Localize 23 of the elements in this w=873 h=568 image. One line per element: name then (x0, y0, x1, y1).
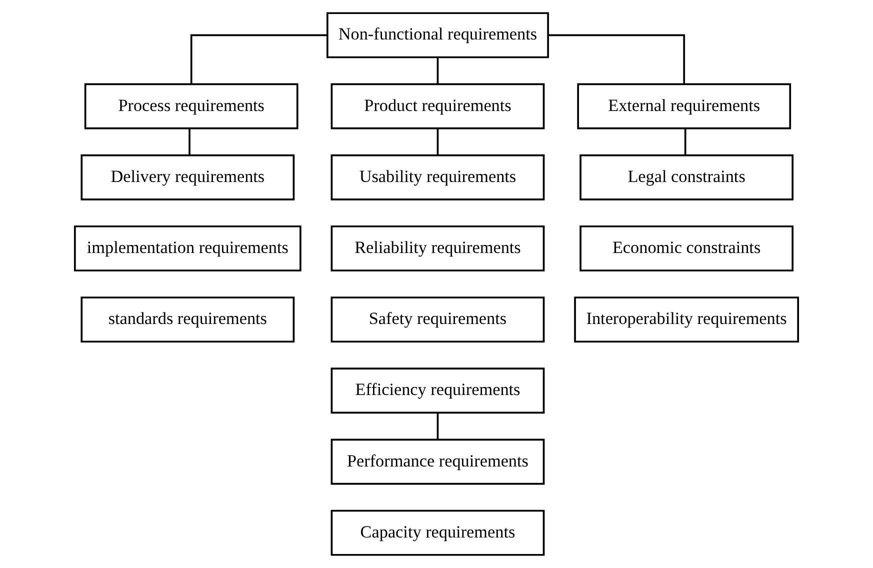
node-box: implementation requirements (74, 225, 302, 272)
node-box: standards requirements (80, 296, 295, 343)
node-box: External requirements (577, 83, 792, 130)
node-box: Usability requirements (330, 154, 545, 200)
node-box: Interoperability requirements (574, 296, 800, 343)
node-box: Product requirements (330, 83, 545, 130)
connector (548, 34, 686, 84)
node-box: Performance requirements (330, 438, 545, 485)
node-box: Economic constraints (580, 225, 794, 272)
node-box: Process requirements (84, 83, 298, 130)
node-box: Legal constraints (580, 154, 794, 200)
connector (436, 412, 439, 440)
connector (436, 128, 439, 156)
node-box: Capacity requirements (330, 510, 545, 556)
node-box: Non-functional requirements (326, 12, 549, 58)
node-box: Delivery requirements (80, 154, 295, 200)
connector (436, 57, 439, 84)
connector (188, 128, 190, 156)
connector (684, 128, 686, 156)
node-box: Safety requirements (330, 296, 545, 343)
connector (190, 34, 328, 84)
node-box: Efficiency requirements (330, 368, 545, 414)
node-box: Reliability requirements (330, 225, 545, 272)
